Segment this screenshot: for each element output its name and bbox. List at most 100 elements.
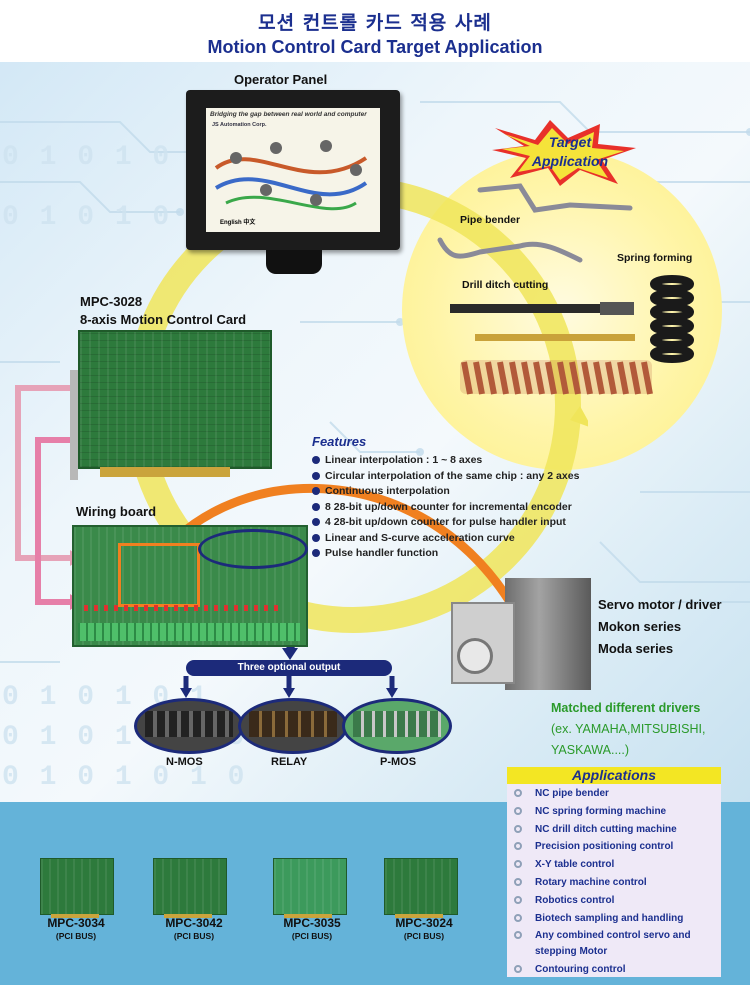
card-pci-pins — [100, 467, 230, 477]
terminal-block — [78, 623, 300, 641]
application-text: Any combined control servo and stepping … — [535, 930, 691, 958]
application-text: NC pipe bender — [535, 788, 609, 799]
application-text: Contouring control — [535, 964, 626, 976]
feature-text: Circular interpolation of the same chip … — [325, 469, 580, 482]
application-text: Robotics control — [535, 894, 615, 906]
circle-bullet-icon — [514, 860, 522, 869]
application-item: NC pipe bender — [507, 785, 721, 803]
motor-shaft — [457, 638, 493, 674]
drill-ditch-cutting-label: Drill ditch cutting — [462, 279, 549, 291]
application-text: NC drill ditch cutting machine — [535, 823, 677, 835]
monitor-screen: Bridging the gap between real world and … — [206, 108, 380, 232]
pci-card-image — [273, 858, 347, 918]
bullet-icon — [312, 549, 320, 558]
pci-model: MPC-3034 — [47, 916, 105, 930]
servo-motor-image — [445, 578, 593, 690]
card-description-label: 8-axis Motion Control Card — [80, 312, 247, 327]
bullet-icon — [312, 487, 320, 496]
operator-panel-label: Operator Panel — [234, 72, 328, 87]
application-item: Biotech sampling and handling — [507, 910, 721, 928]
application-item: Robotics control — [507, 892, 721, 910]
feature-item: Continuous interpolation — [312, 484, 612, 500]
servo-line: Mokon series — [598, 619, 682, 634]
output-highlight — [198, 529, 308, 569]
circle-bullet-icon — [514, 824, 522, 833]
card-pci-pins — [164, 914, 212, 918]
binary-text: 0 1 0 1 0 — [2, 142, 172, 173]
card-bracket — [70, 370, 78, 480]
feature-text: Pulse handler function — [325, 547, 439, 559]
pci-bus: (PCI BUS) — [291, 931, 333, 941]
feature-item: Circular interpolation of the same chip … — [312, 469, 612, 485]
wiring-board-label: Wiring board — [76, 504, 157, 519]
feature-item: Linear and S-curve acceleration curve — [312, 531, 612, 547]
pci-bus: (PCI BUS) — [55, 931, 97, 941]
servo-line: Servo motor / driver — [598, 597, 722, 612]
pci-bus: (PCI BUS) — [173, 931, 215, 941]
servo-driver-box — [505, 578, 591, 690]
title-english: Motion Control Card Target Application — [207, 37, 543, 57]
board-detail — [353, 711, 441, 737]
motion-control-card-image — [70, 330, 272, 480]
card-pci-pins — [51, 914, 99, 918]
pipe-bender-label: Pipe bender — [460, 214, 521, 226]
feature-item: 8 28-bit up/down counter for incremental… — [312, 500, 612, 516]
pci-card-caption: MPC-3034 (PCI BUS) — [26, 917, 126, 943]
circle-bullet-icon — [514, 895, 522, 904]
binary-text: 0 1 0 1 0 1 — [2, 202, 209, 233]
circle-bullet-icon — [514, 789, 522, 797]
applications-list: NC pipe bender NC spring forming machine… — [507, 785, 721, 979]
screen-brand: JS Automation Corp. — [212, 122, 267, 128]
feature-item: Pulse handler function — [312, 546, 612, 562]
application-item: NC drill ditch cutting machine — [507, 821, 721, 839]
pmos-label: P-MOS — [380, 756, 417, 768]
features-panel: Features Linear interpolation : 1 ~ 8 ax… — [312, 434, 612, 562]
application-text: Precision positioning control — [535, 841, 674, 853]
application-text: Biotech sampling and handling — [535, 912, 684, 924]
card-pci-pins — [395, 914, 443, 918]
monitor-stand — [266, 250, 322, 274]
feature-text: Linear interpolation : 1 ~ 8 axes — [325, 454, 483, 466]
pci-model: MPC-3035 — [283, 916, 341, 930]
application-text: Rotary machine control — [535, 876, 647, 888]
bullet-icon — [312, 456, 320, 465]
screen-title: Bridging the gap between real world and … — [210, 111, 367, 118]
bullet-icon — [312, 502, 320, 511]
pci-card-image — [153, 858, 227, 918]
pci-model: MPC-3042 — [165, 916, 223, 930]
target-line-1: Target — [548, 134, 592, 150]
pci-card-caption: MPC-3035 (PCI BUS) — [262, 917, 362, 943]
led-row — [84, 605, 284, 611]
application-item: X-Y table control — [507, 856, 721, 874]
circle-bullet-icon — [514, 913, 522, 922]
feature-text: Continuous interpolation — [325, 485, 450, 497]
target-application-title: Target Application — [510, 133, 630, 171]
spring-forming-label: Spring forming — [617, 252, 693, 264]
relay-board-image — [238, 698, 348, 754]
target-star-burst — [492, 120, 636, 186]
screen-diagram — [214, 140, 368, 211]
application-item: Rotary machine control — [507, 874, 721, 892]
board-detail — [249, 711, 337, 737]
card-model-label: MPC-3028 — [80, 294, 143, 309]
applications-title: Applications — [507, 767, 721, 784]
application-item: Precision positioning control — [507, 838, 721, 856]
application-item: NC spring forming machine — [507, 803, 721, 821]
drivers-line: (ex. YAMAHA,MITSUBISHI, — [551, 722, 706, 736]
nmos-label: N-MOS — [166, 756, 203, 768]
connector-highlight — [118, 543, 200, 607]
application-text: NC spring forming machine — [535, 805, 667, 817]
circle-bullet-icon — [514, 877, 522, 886]
wiring-board-image — [72, 525, 308, 647]
nmos-board-image — [134, 698, 244, 754]
optional-output-bar: Three optional output — [186, 660, 392, 676]
operator-panel-monitor: Bridging the gap between real world and … — [186, 90, 400, 250]
circle-bullet-icon — [514, 806, 522, 815]
pci-bus: (PCI BUS) — [403, 931, 445, 941]
features-title: Features — [312, 434, 367, 449]
relay-label: RELAY — [271, 756, 308, 768]
drivers-info: Matched different drivers (ex. YAMAHA,MI… — [551, 698, 705, 761]
bullet-icon — [312, 533, 320, 542]
circle-bullet-icon — [514, 931, 522, 940]
servo-line: Moda series — [598, 641, 674, 656]
